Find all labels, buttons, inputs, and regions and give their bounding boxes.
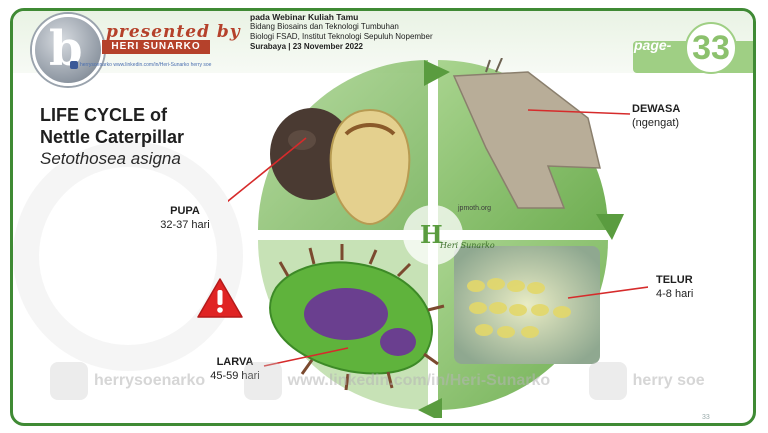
pupa-duration: 32-37 hari xyxy=(160,219,210,231)
social-box-icon xyxy=(50,362,88,400)
title-scientific-name: Setothosea asigna xyxy=(40,149,181,168)
moth-image xyxy=(452,71,601,209)
label-egg: TELUR 4-8 hari xyxy=(656,273,726,301)
page-number: 33 xyxy=(692,29,730,67)
life-cycle-diagram: H Heri Sunarko xyxy=(228,58,648,418)
webinar-info: pada Webinar Kuliah Tamu Bidang Biosains… xyxy=(250,12,450,52)
linkedin-icon xyxy=(70,60,78,69)
egg-pointer xyxy=(567,286,648,299)
author-name: HERI SUNARKO xyxy=(102,40,210,54)
presented-by-text: presented by xyxy=(106,22,241,42)
cycle-arrow-icon xyxy=(424,60,450,86)
larva-pointer xyxy=(263,347,349,367)
larva-name: LARVA xyxy=(216,356,254,368)
egg-duration: 4-8 hari xyxy=(656,288,694,300)
cycle-arrow-icon xyxy=(418,398,442,418)
pupa-name: PUPA xyxy=(170,205,200,217)
page-number-badge: 33 xyxy=(685,22,737,74)
social-links: herrysoenarko www.linkedin.com/in/Heri-S… xyxy=(70,60,230,70)
footer-item1: herrysoenarko xyxy=(94,372,206,390)
title-line2: Nettle Caterpillar xyxy=(40,127,185,147)
warning-icon xyxy=(197,278,243,318)
photo-credit: jpmoth.org xyxy=(458,205,492,212)
pupa-pointer xyxy=(228,137,307,203)
watermark-logo xyxy=(13,141,243,371)
label-adult: DEWASA (ngengat) xyxy=(632,102,712,130)
adult-name: DEWASA xyxy=(632,103,681,115)
pupa-image xyxy=(329,108,411,226)
larva-duration: 45-59 hari xyxy=(210,370,260,382)
cycle-arrow-icon xyxy=(596,214,624,240)
social-line: herrysoenarko www.linkedin.com/in/Heri-S… xyxy=(80,62,212,68)
presenter-logo: b xyxy=(32,14,104,86)
eggs-image xyxy=(454,246,600,364)
slide-title: LIFE CYCLE of Nettle Caterpillar Setotho… xyxy=(40,104,260,170)
linkedin-box-icon xyxy=(243,362,282,400)
webinar-title: pada Webinar Kuliah Tamu xyxy=(250,12,359,22)
adult-pointer xyxy=(527,109,631,115)
webinar-line3: Biologi FSAD, Institut Teknologi Sepuluh… xyxy=(250,32,433,41)
footer-item2: www.linkedin.com/in/Heri-Sunarko xyxy=(287,372,551,390)
egg-name: TELUR xyxy=(656,274,693,286)
title-line1: LIFE CYCLE of xyxy=(40,105,167,125)
webinar-line4: Surabaya | 23 November 2022 xyxy=(250,42,363,51)
svg-text:H: H xyxy=(420,220,443,249)
page-label: page- xyxy=(634,37,672,53)
webinar-line2: Bidang Biosains dan Teknologi Tumbuhan xyxy=(250,22,399,31)
center-logo-text: Heri Sunarko xyxy=(439,241,495,250)
center-logo xyxy=(403,205,463,265)
label-pupa: PUPA 32-37 hari xyxy=(150,204,220,232)
footer-watermark: herrysoenarko www.linkedin.com/in/Heri-S… xyxy=(50,362,750,412)
footer-item3: herry soe xyxy=(632,372,705,390)
label-larva: LARVA 45-59 hari xyxy=(195,355,275,383)
facebook-box-icon xyxy=(588,362,627,400)
adult-note: (ngengat) xyxy=(632,117,680,129)
footer-page-number: 33 xyxy=(702,414,710,421)
